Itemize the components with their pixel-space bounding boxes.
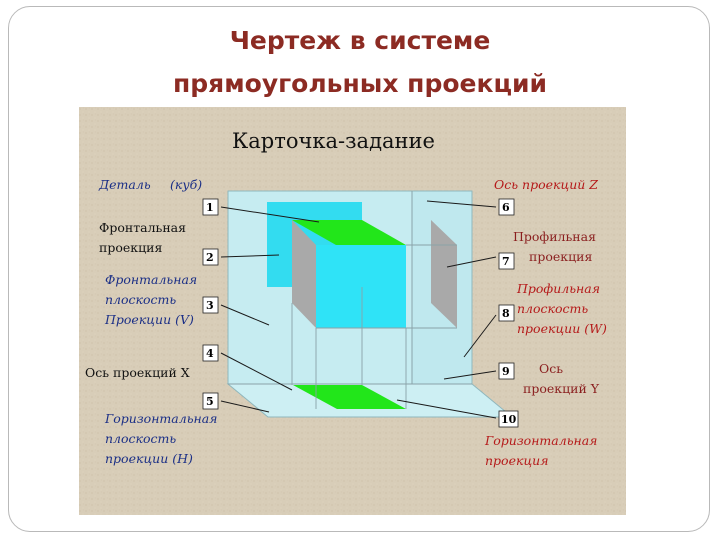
label-axis-x: Ось проекций X	[85, 365, 190, 380]
card-heading: Карточка-задание	[232, 129, 435, 153]
callout-number-1: 1	[206, 201, 214, 214]
label-frontal-plane-2: плоскость	[105, 292, 176, 307]
label-axis-z: Ось проекций Z	[494, 177, 598, 192]
cube-front-face	[316, 245, 406, 328]
number-boxes-left: 1 2 3 4 5	[202, 198, 219, 410]
label-frontal-plane-1: Фронтальная	[105, 272, 197, 287]
callout-number-5: 5	[206, 395, 214, 408]
cube-top-face	[292, 220, 406, 245]
callout-number-2: 2	[206, 251, 214, 264]
label-profile-plane-1: Профильная	[516, 281, 600, 296]
callout-number-9: 9	[502, 365, 510, 378]
label-detail-note: (куб)	[170, 177, 202, 192]
label-frontal-plane-3: Проекции (V)	[104, 312, 194, 327]
callout-number-8: 8	[502, 307, 510, 320]
label-detail: Деталь	[98, 177, 151, 192]
profile-projection-face	[431, 220, 457, 328]
number-boxes-right: 6 7 8 9 10	[498, 198, 519, 428]
label-horizontal-plane-2: плоскость	[105, 431, 176, 446]
callout-number-3: 3	[206, 299, 214, 312]
projection-diagram: Карточка-задание	[79, 107, 626, 515]
callout-number-4: 4	[206, 347, 214, 360]
slide-title-line-2: прямоугольных проекций	[172, 69, 548, 98]
construction-lines	[228, 191, 472, 409]
label-frontal-projection-1: Фронтальная	[99, 220, 186, 235]
label-horizontal-plane-1: Горизонтальная	[104, 411, 217, 426]
label-frontal-projection-2: проекция	[99, 240, 162, 255]
leader-lines	[220, 200, 497, 419]
label-profile-projection-2: проекция	[529, 249, 592, 264]
slide-title-line-1: Чертеж в системе	[229, 26, 491, 55]
callout-number-7: 7	[502, 255, 510, 268]
label-horizontal-plane-3: проекции (H)	[105, 451, 193, 466]
callout-number-10: 10	[501, 413, 517, 426]
label-horizontal-projection-2: проекция	[485, 453, 549, 468]
label-profile-plane-2: плоскость	[517, 301, 588, 316]
label-axis-y-1: Ось	[539, 361, 563, 376]
cube-left-face	[292, 220, 316, 328]
label-profile-projection-1: Профильная	[513, 229, 596, 244]
label-horizontal-projection-1: Горизонтальная	[484, 433, 597, 448]
label-axis-y-2: проекций Y	[523, 381, 600, 396]
task-card-image: Карточка-задание	[79, 107, 626, 515]
label-profile-plane-3: проекции (W)	[517, 321, 607, 336]
horizontal-projection-face	[293, 385, 406, 409]
callout-number-6: 6	[502, 201, 510, 214]
